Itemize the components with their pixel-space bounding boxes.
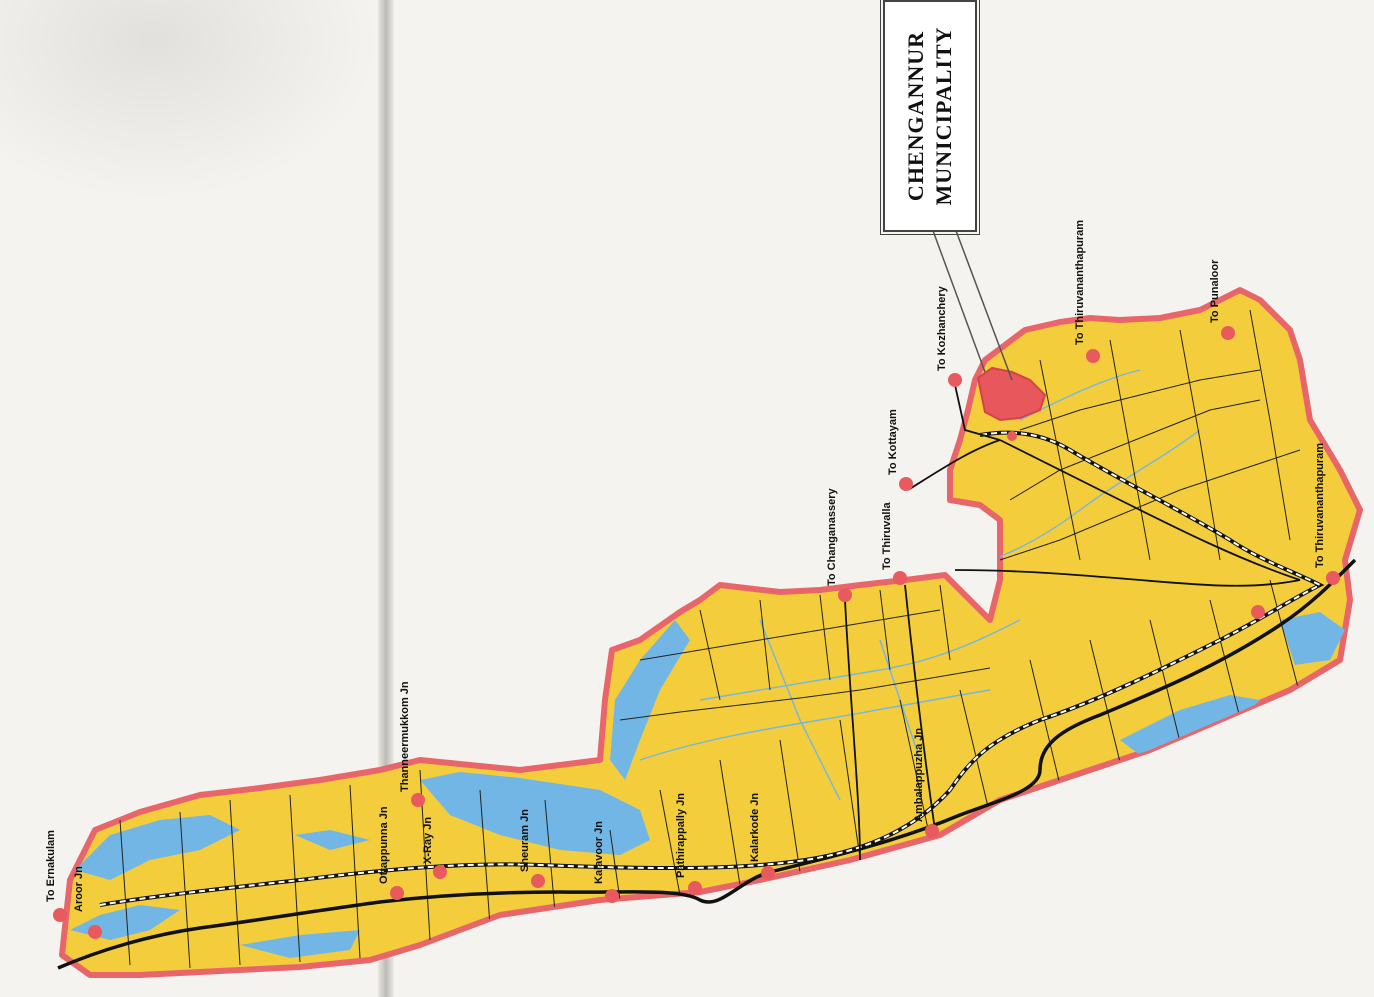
label-ottappunna-jn: Ottappunna Jn [378,806,390,884]
label-to-changanassery: To Changanassery [826,488,838,586]
label-ambalappuzha-jn: Ambalappuzha Jn [913,728,925,822]
chengannur-municipality-area [976,366,1047,422]
label-to-ernakulam: To Ernakulam [45,830,57,902]
rivers [639,369,1201,801]
roads [844,384,1301,861]
label-to-thiruvananthapuram-1: To Thiruvananthapuram [1074,220,1086,345]
place-labels: To Ernakulam Aroor Jn Ottappunna Jn X-Ra… [45,220,1326,912]
ward-boundaries [119,309,1301,969]
label-to-thiruvalla: To Thiruvalla [881,501,893,570]
paper-smudge [0,0,380,200]
water-bodies [70,612,1345,958]
label-kalarkode-jn: Kalarkode Jn [749,793,761,862]
map-title-line-2: MUNICIPALITY [931,26,956,206]
page-fold [378,0,394,997]
district-land [59,287,1363,978]
label-to-kottayam: To Kottayam [887,409,899,475]
label-aroor-jn: Aroor Jn [73,866,85,912]
label-to-kozhanchery: To Kozhanchery [936,285,948,371]
label-pathirappally-jn: Pathirappally Jn [675,793,687,878]
junction-markers [53,326,1340,939]
label-xray-jn: X-Ray Jn [422,817,434,864]
label-thanneermukkom-jn: Thanneermukkom Jn [399,681,411,792]
map-title: CHENGANNUR MUNICIPALITY [902,26,958,205]
label-kalavoor-jn: Kalavoor Jn [593,821,605,884]
map-title-line-1: CHENGANNUR [903,30,928,202]
label-to-punaloor: To Punaloor [1209,259,1221,323]
label-to-thiruvananthapuram-2: To Thiruvananthapuram [1314,443,1326,568]
title-leader-lines [931,227,1013,381]
map-title-box: CHENGANNUR MUNICIPALITY [880,0,980,235]
label-sheuram-jn: Sheuram Jn [519,809,531,872]
